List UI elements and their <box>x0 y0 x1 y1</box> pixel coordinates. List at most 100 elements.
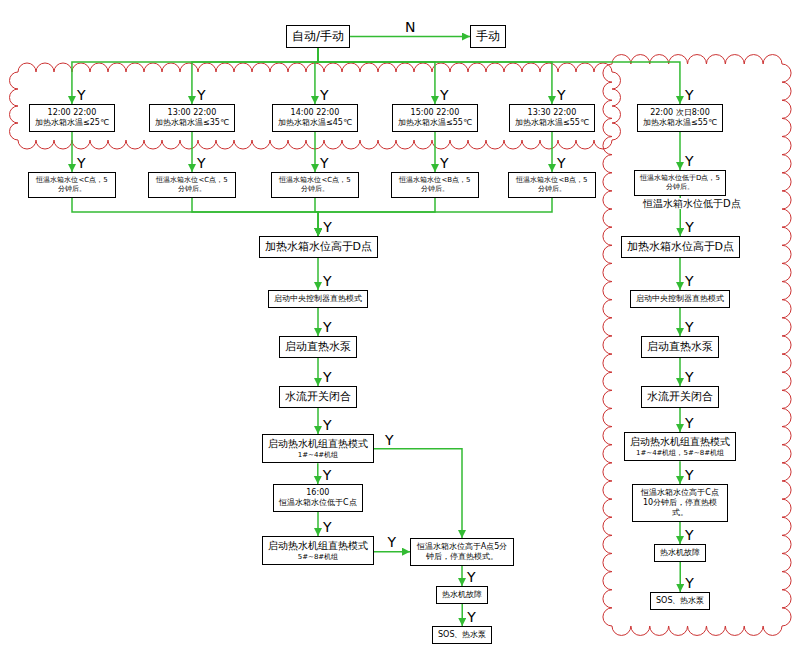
flow-arrow <box>317 512 319 536</box>
process-box: 启动直热水泵 <box>279 336 357 358</box>
condition-label: 恒温水箱水位低于D点 <box>642 198 742 209</box>
flow-arrow <box>434 132 436 172</box>
process-box: 启动中央控制器直热模式 <box>268 290 368 308</box>
branch-label: Y <box>387 535 398 549</box>
branch-label: Y <box>684 88 695 102</box>
flow-arrow <box>318 48 435 104</box>
process-box: 启动中央控制器直热模式 <box>630 290 730 308</box>
flow-arrow <box>72 198 318 237</box>
process-box: 恒温水箱水位高于C点10分钟后，停直热模式。 <box>632 484 728 522</box>
box-text: 自动/手动 <box>292 29 344 44</box>
box-text: 恒温水箱水位<C点，5分钟后。 <box>154 176 230 194</box>
process-box: SOS、热水泵 <box>432 626 492 644</box>
branch-label: Y <box>684 370 695 384</box>
flow-arrow <box>318 198 552 237</box>
flow-arrow <box>317 408 319 434</box>
process-box: 启动热水机组直热模式5#~8#机组 <box>262 536 374 565</box>
flow-arrow <box>318 48 552 104</box>
flow-arrow <box>192 198 318 237</box>
box-text: 启动热水机组直热模式 <box>268 540 368 553</box>
branch-label: Y <box>322 220 333 234</box>
flow-arrow <box>679 408 681 432</box>
branch-label: Y <box>556 156 567 170</box>
box-text: 加热水箱水温≤55℃ <box>515 118 589 128</box>
branch-label: Y <box>439 156 450 170</box>
box-text: 手动 <box>476 29 500 44</box>
process-box: 恒温水箱水位<B点，5分钟后。 <box>508 172 596 198</box>
flow-arrow <box>679 132 681 170</box>
box-text: SOS、热水泵 <box>438 630 486 640</box>
process-box: 水流开关闭合 <box>641 386 719 408</box>
box-text: 5#~8#机组 <box>268 553 368 562</box>
process-box: 启动热水机组直热模式1#~4#机组，5#~8#机组 <box>624 432 736 461</box>
branch-label: N <box>404 20 416 34</box>
branch-label: Y <box>684 220 695 234</box>
flow-arrow <box>192 48 318 104</box>
box-text: 恒温水箱水位<B点，5分钟后。 <box>397 176 473 194</box>
branch-label: Y <box>684 320 695 334</box>
process-box: 13:30 22:00加热水箱水温≤55℃ <box>509 104 595 132</box>
flow-arrow <box>350 36 470 38</box>
flow-arrow <box>374 551 410 553</box>
branch-label: Y <box>76 88 87 102</box>
box-text: 16:00 <box>279 488 357 498</box>
box-text: 加热水箱水位高于D点 <box>265 240 372 254</box>
process-box: 恒温水箱水位低于D点，5分钟后。 <box>634 170 726 196</box>
branch-label: Y <box>684 274 695 288</box>
flow-arrow <box>551 132 553 172</box>
process-box: 热水机故障 <box>436 586 488 604</box>
process-box: 加热水箱水位高于D点 <box>259 236 378 258</box>
branch-label: Y <box>684 154 695 168</box>
box-text: 恒温水箱水位<C点，5分钟后。 <box>277 176 353 194</box>
flow-arrow <box>317 358 319 386</box>
process-box: 14:00 22:00加热水箱水温≤45℃ <box>272 104 358 132</box>
box-text: 启动中央控制器直热模式 <box>636 294 724 304</box>
flow-arrow <box>191 132 193 172</box>
flow-arrow <box>679 358 681 386</box>
box-text: 启动直热水泵 <box>285 340 351 354</box>
flow-arrow <box>317 308 319 336</box>
flow-arrow <box>679 562 681 592</box>
process-box: 手动 <box>470 25 506 48</box>
process-box: SOS、热水泵 <box>650 592 710 610</box>
revision-cloud <box>603 55 791 636</box>
flow-arrow <box>679 461 681 484</box>
process-box: 水流开关闭合 <box>279 386 357 408</box>
box-text: 恒温水箱水位低于D点，5分钟后。 <box>640 174 720 192</box>
box-text: 22:00 次日8:00 <box>643 108 717 118</box>
branch-label: Y <box>322 468 333 482</box>
branch-label: Y <box>466 570 477 584</box>
process-box: 加热水箱水位高于D点 <box>621 236 740 258</box>
box-text: 13:30 22:00 <box>515 108 589 118</box>
box-text: SOS、热水泵 <box>656 596 704 606</box>
branch-label: Y <box>319 88 330 102</box>
box-text: 启动直热水泵 <box>647 340 713 354</box>
box-text: 加热水箱水温≤55℃ <box>398 118 472 128</box>
branch-label: Y <box>556 88 567 102</box>
branch-label: Y <box>684 468 695 482</box>
branch-label: Y <box>196 156 207 170</box>
process-box: 12:00 22:00加热水箱水温≤25℃ <box>29 104 115 132</box>
flow-arrow <box>679 258 681 290</box>
process-box: 13:00 22:00加热水箱水温≤35℃ <box>149 104 235 132</box>
box-text: 1#~4#机组 <box>268 451 368 460</box>
flow-arrow <box>318 198 435 237</box>
branch-label: Y <box>319 156 330 170</box>
box-text: 恒温水箱水位高于A点5分钟后，停直热模式。 <box>416 542 508 562</box>
branch-label: Y <box>384 433 395 447</box>
box-text: 恒温水箱水位低于C点 <box>279 498 357 508</box>
branch-label: Y <box>684 528 695 542</box>
box-text: 加热水箱水位高于D点 <box>627 240 734 254</box>
branch-label: Y <box>76 156 87 170</box>
process-box: 自动/手动 <box>286 25 350 48</box>
box-text: 加热水箱水温≤45℃ <box>278 118 352 128</box>
box-text: 13:00 22:00 <box>155 108 229 118</box>
box-text: 启动中央控制器直热模式 <box>274 294 362 304</box>
flow-arrow <box>72 48 318 104</box>
branch-label: Y <box>684 416 695 430</box>
box-text: 1#~4#机组，5#~8#机组 <box>630 449 730 458</box>
box-text: 恒温水箱水位<B点，5分钟后。 <box>514 176 590 194</box>
flow-arrow <box>71 132 73 172</box>
flow-arrow <box>374 449 462 538</box>
branch-label: Y <box>439 88 450 102</box>
